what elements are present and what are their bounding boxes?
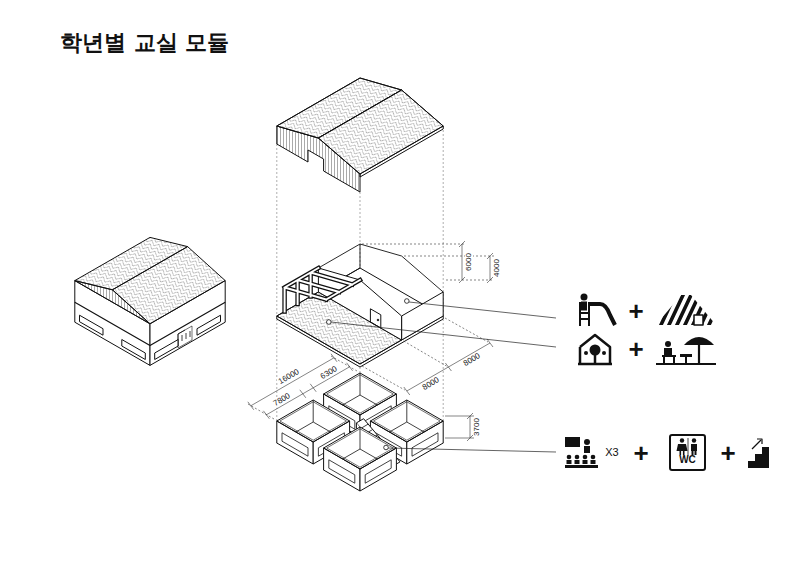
- leader-dots: [405, 299, 410, 304]
- building-perspective: [178, 330, 190, 341]
- classroom-icon: [584, 439, 590, 445]
- ground-floor: [277, 373, 443, 491]
- leader-lines: [409, 302, 556, 318]
- dimension-lines: [362, 318, 488, 390]
- terrace-icon: [665, 341, 671, 347]
- pergola-frame: [285, 268, 360, 312]
- box-text: WC: [674, 455, 701, 465]
- stair-icon: [757, 439, 762, 444]
- pergola-frame: [285, 268, 360, 312]
- building-perspective: [122, 340, 146, 360]
- multiplier-label: X3: [605, 447, 618, 458]
- dimension-label: 4000: [493, 258, 501, 278]
- second-floor: [377, 319, 379, 321]
- classroom-icon: [584, 446, 590, 453]
- leader-lines: [388, 448, 556, 452]
- garden-house-icon: [584, 351, 588, 355]
- roof-piece: [318, 90, 443, 174]
- ground-floor: [324, 427, 397, 491]
- roof-icon: [652, 293, 724, 327]
- diagram-title: 학년별 교실 모듈: [60, 32, 229, 54]
- playground-icon: [581, 302, 587, 311]
- dimension-label: 7800: [272, 392, 293, 409]
- playground-icon: [581, 294, 588, 301]
- pergola-frame: [285, 268, 360, 312]
- terrace-icon: [662, 356, 676, 364]
- dimension-lines: [248, 241, 494, 441]
- plus-sign: +: [720, 440, 735, 466]
- toilet-figures: [675, 438, 701, 455]
- building-perspective: [197, 315, 221, 335]
- dimension-lines: [248, 356, 357, 419]
- classroom-icon: [565, 437, 580, 447]
- classroom-icon: [567, 455, 572, 460]
- dimension-label: 6000: [465, 252, 473, 272]
- terrace-icon: [656, 345, 716, 364]
- roof-piece: [360, 126, 443, 177]
- dimension-label: 8000: [462, 352, 483, 369]
- building-perspective: [178, 326, 192, 348]
- wc-box: WC: [669, 434, 706, 471]
- dimension-lines: [263, 363, 352, 419]
- stair-icon: [752, 440, 761, 449]
- playground-icon: [580, 302, 589, 326]
- leader-lines: [331, 302, 556, 452]
- stair-icon: [748, 439, 769, 468]
- second-floor: [277, 244, 443, 367]
- leader-dots: [327, 299, 410, 450]
- terrace-icon: [656, 337, 716, 364]
- building-perspective: [75, 237, 225, 365]
- terrace-icon: [685, 357, 687, 364]
- roof-icon: [652, 293, 724, 327]
- dimension-lines: [445, 413, 474, 441]
- garden-house-icon: [590, 345, 601, 356]
- second-floor: [402, 292, 444, 340]
- classroom-icon: [565, 465, 598, 468]
- garden-house-icon: [578, 354, 612, 364]
- stair-icon: [748, 447, 769, 468]
- classroom-icon: [565, 437, 598, 468]
- classroom-icon: [583, 455, 588, 460]
- classroom-icon: [567, 460, 572, 464]
- plus-sign: +: [628, 336, 643, 362]
- dimension-label: 16000: [277, 367, 302, 386]
- plus-sign: +: [628, 298, 643, 324]
- classroom-icon: [575, 455, 580, 460]
- roof-icon: [694, 315, 703, 325]
- dimension-lines: [459, 241, 493, 283]
- terrace-icon: [684, 337, 714, 345]
- playground-icon: [589, 304, 615, 325]
- second-floor: [370, 309, 380, 328]
- roof-piece: [318, 90, 443, 174]
- classroom-icon: [591, 460, 596, 464]
- dimension-lines: [362, 244, 494, 280]
- classroom-icon: [591, 455, 596, 460]
- dimension-lines: [404, 339, 493, 395]
- leader-dots: [327, 320, 332, 325]
- leader-lines: [331, 322, 556, 347]
- terrace-icon: [664, 348, 672, 356]
- terrace-icon: [680, 354, 692, 357]
- leader-dots: [384, 445, 389, 450]
- building-perspective: [155, 340, 179, 360]
- classroom-icon: [575, 460, 580, 464]
- garden-house-icon: [602, 351, 606, 355]
- garden-house-icon: [578, 335, 612, 364]
- building-perspective: [75, 302, 225, 345]
- dimension-label: 3700: [473, 417, 481, 437]
- building-perspective: [80, 315, 104, 335]
- roof-icon: [652, 293, 724, 327]
- roof-piece: [277, 78, 443, 192]
- plus-sign: +: [633, 440, 648, 466]
- dimension-label: 6300: [318, 365, 339, 382]
- dimension-label: 8000: [420, 376, 441, 393]
- classroom-icon: [583, 460, 588, 464]
- playground-icon: [580, 294, 615, 327]
